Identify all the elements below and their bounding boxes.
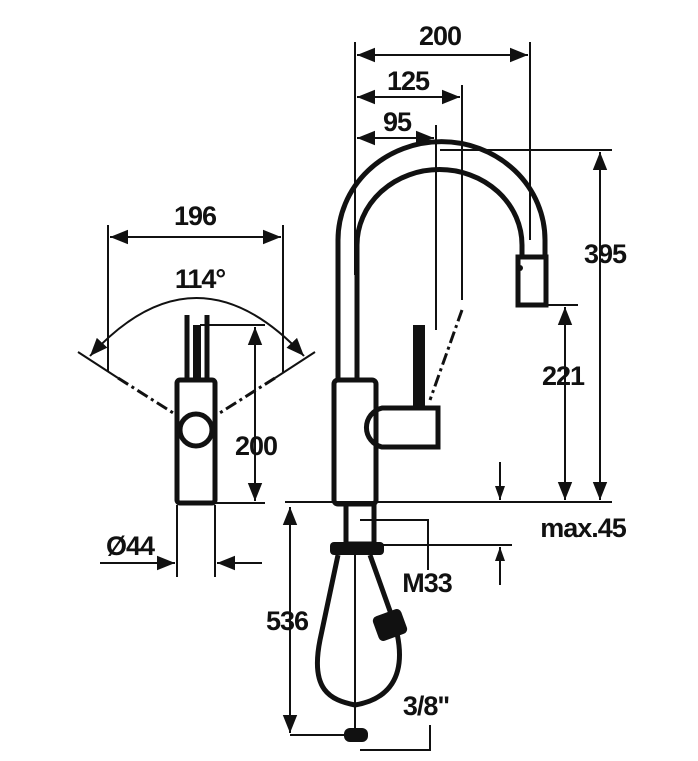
extension-lines xyxy=(354,42,531,330)
extension-lines-front xyxy=(176,324,265,577)
spout-inner xyxy=(354,167,525,382)
side-view: 200 125 95 395 221 max.45 M33 536 3/8" xyxy=(266,21,628,751)
label-deck-thickness: max.45 xyxy=(540,513,627,543)
front-view: 196 114° 200 Ø44 xyxy=(77,201,316,577)
spout-outer xyxy=(335,139,548,382)
label-reach-lever: 95 xyxy=(383,107,412,137)
label-reach-swing: 125 xyxy=(387,66,430,96)
hose-weight xyxy=(372,609,408,641)
label-thread: M33 xyxy=(402,568,453,598)
label-lever-height: 200 xyxy=(235,431,277,461)
label-height-total: 395 xyxy=(584,239,627,269)
label-reach-total: 200 xyxy=(419,21,461,51)
label-swing-width: 196 xyxy=(174,201,217,231)
angle-arc xyxy=(89,297,305,357)
horizontal-extension-lines xyxy=(285,149,612,546)
lever-housing xyxy=(364,405,441,450)
dim-max45-arrows xyxy=(495,486,505,561)
shank xyxy=(343,501,377,547)
spray-head-button xyxy=(517,265,523,271)
front-lever xyxy=(193,325,201,380)
swing-dashed-lines xyxy=(117,376,276,418)
leader-lines xyxy=(290,519,431,751)
hose-end xyxy=(344,728,368,742)
label-diameter: Ø44 xyxy=(106,531,155,561)
front-spout xyxy=(184,315,210,380)
lever-handle xyxy=(413,325,425,410)
front-lever-housing xyxy=(177,411,215,449)
mounting-nut xyxy=(330,542,384,555)
label-connection: 3/8" xyxy=(403,691,450,721)
label-swing-angle: 114° xyxy=(175,264,226,294)
spray-head xyxy=(515,254,549,308)
label-hose-length: 536 xyxy=(266,606,309,636)
label-height-outlet: 221 xyxy=(542,361,585,391)
angle-limit-lines xyxy=(77,351,316,379)
swing-dashed-line xyxy=(428,309,464,401)
